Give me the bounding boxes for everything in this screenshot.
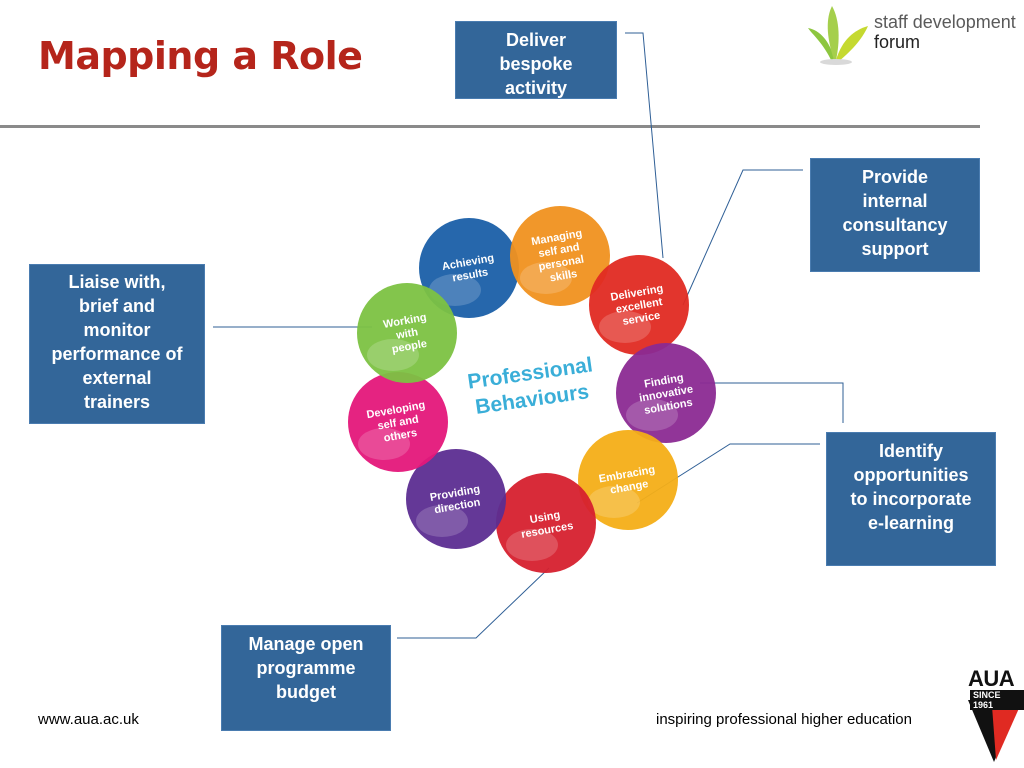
- aua-logo-text: AUA: [968, 666, 1015, 691]
- circle-using-shape: [496, 473, 596, 573]
- circle-using-highlight: [506, 529, 558, 561]
- title-divider: [0, 125, 980, 128]
- circle-finding-shape: [616, 343, 716, 443]
- connector-identify-finding: [700, 382, 844, 423]
- circle-embracing-shape: [578, 430, 678, 530]
- aua-logo-icon: [968, 700, 1020, 762]
- circle-delivering-shape: [589, 255, 689, 355]
- leaf-logo-icon: [808, 6, 868, 65]
- circle-providing-shape: [406, 449, 506, 549]
- circle-managing-label: skills: [549, 268, 578, 285]
- footer-tagline: inspiring professional higher education: [656, 711, 912, 728]
- page-title: Mapping a Role: [38, 34, 363, 78]
- logo-line-1: staff development: [874, 12, 1016, 32]
- circle-providing-highlight: [416, 505, 468, 537]
- circle-developing-shape: [348, 372, 448, 472]
- connector-manage: [397, 567, 550, 639]
- circle-working-highlight: [367, 339, 419, 371]
- circle-managing-shape: [510, 206, 610, 306]
- circle-managing-highlight: [520, 262, 572, 294]
- circle-achieving-shape: [419, 218, 519, 318]
- circle-working-shape: [357, 283, 457, 383]
- circle-embracing-highlight: [588, 486, 640, 518]
- circle-working-label: with: [394, 326, 419, 342]
- footer-url: www.aua.ac.uk: [38, 711, 139, 728]
- connector-provide: [682, 169, 803, 306]
- circle-delivering-highlight: [599, 311, 651, 343]
- logo-line-2: forum: [874, 32, 921, 52]
- staff-development-forum-logo: staff development forum: [874, 12, 1016, 52]
- circle-using-label: Using: [529, 509, 561, 526]
- aua-since-text: SINCE 1961: [970, 690, 1024, 710]
- circle-developing-highlight: [358, 428, 410, 460]
- connector-deliver: [625, 32, 664, 259]
- circle-finding-highlight: [626, 399, 678, 431]
- circle-developing-label: others: [383, 427, 418, 445]
